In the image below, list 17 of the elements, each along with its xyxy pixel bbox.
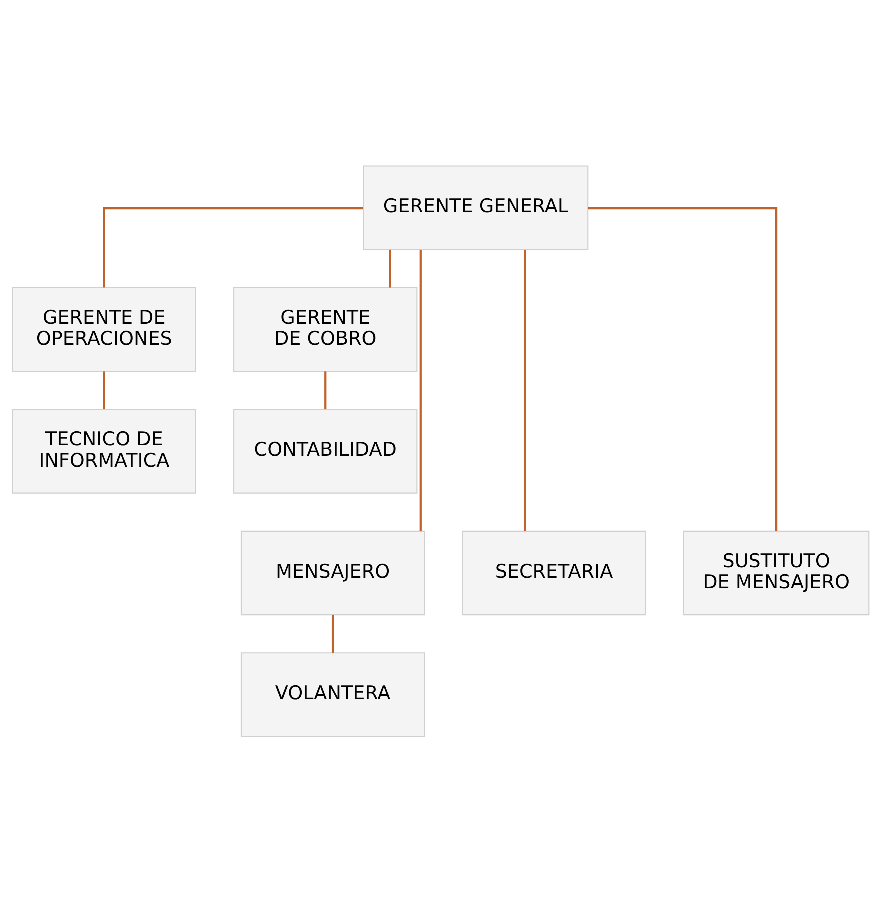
- connector: [389, 250, 392, 288]
- node-box: CONTABILIDAD: [234, 409, 418, 494]
- node-box: VOLANTERA: [240, 652, 426, 738]
- node-box: TECNICO DE INFORMATICA: [12, 409, 196, 494]
- connector: [103, 208, 364, 288]
- connector: [524, 250, 526, 532]
- connector: [420, 250, 422, 532]
- node-box: GERENTE GENERAL: [363, 166, 589, 250]
- node-box: GERENTE DE OPERACIONES: [12, 287, 196, 372]
- node-box: SECRETARIA: [462, 530, 646, 616]
- node-box: GERENTE DE COBRO: [234, 287, 418, 372]
- connector: [332, 615, 334, 653]
- connector: [103, 372, 106, 410]
- connector: [324, 372, 327, 410]
- node-box: SUSTITUTO DE MENSAJERO: [683, 530, 870, 616]
- node-box: MENSAJERO: [240, 530, 426, 616]
- connector: [588, 208, 778, 532]
